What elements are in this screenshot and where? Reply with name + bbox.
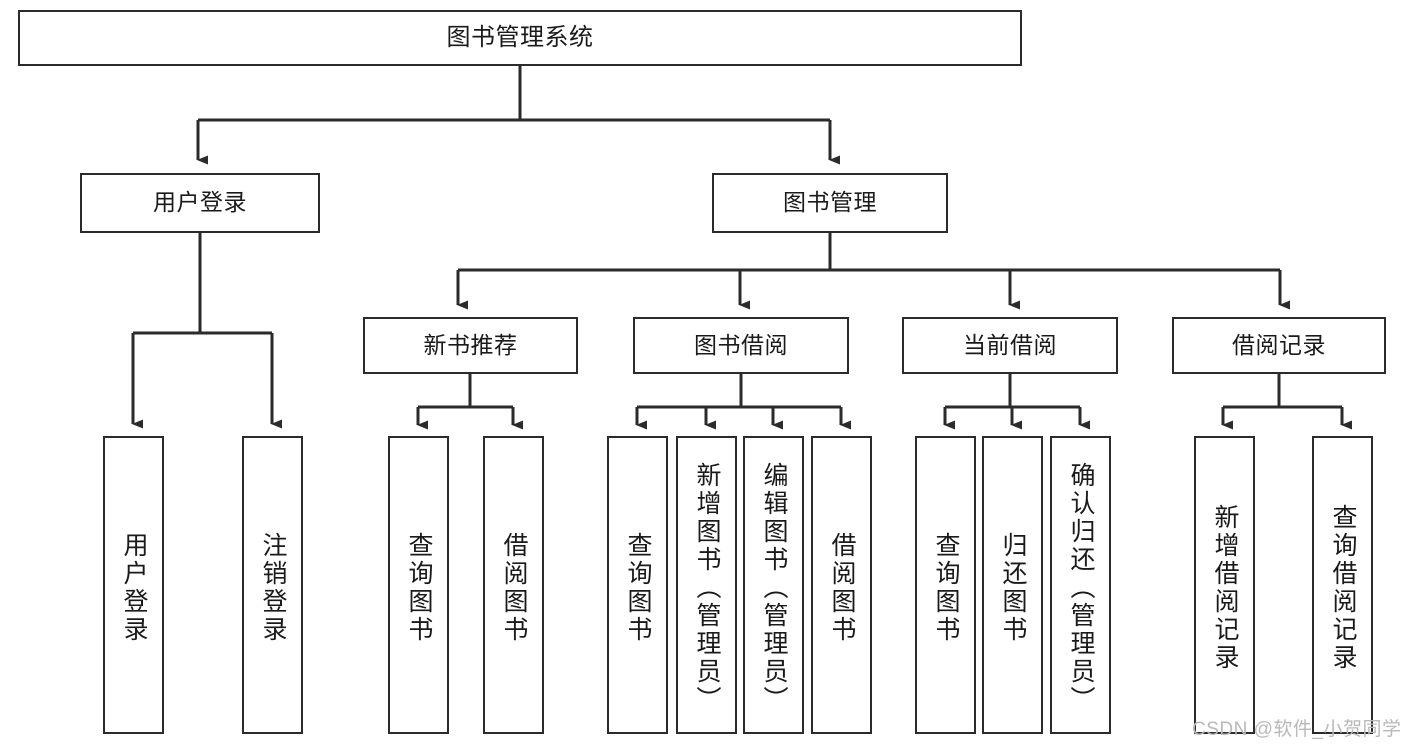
leaf-user-login-logout[interactable]: 注销登录 xyxy=(242,436,303,734)
node-label: 查询图书 xyxy=(624,532,652,644)
node-book-borrow[interactable]: 图书借阅 xyxy=(633,317,849,374)
leaf-borrow-record-add-record[interactable]: 新增借阅记录 xyxy=(1194,436,1255,734)
node-label: 当前借阅 xyxy=(963,331,1057,358)
leaf-book-borrow-add-book-admin[interactable]: 新增图书（管理员） xyxy=(676,436,737,734)
node-label: 新增借阅记录 xyxy=(1211,504,1239,672)
node-borrow-record[interactable]: 借阅记录 xyxy=(1172,317,1386,374)
leaf-book-borrow-query-book[interactable]: 查询图书 xyxy=(607,436,668,734)
node-user-login[interactable]: 用户登录 xyxy=(80,173,320,233)
node-label: 查询图书 xyxy=(405,532,433,644)
node-label: 归还图书 xyxy=(999,532,1027,644)
leaf-new-book-borrow-book[interactable]: 借阅图书 xyxy=(483,436,544,734)
node-label: 借阅记录 xyxy=(1232,331,1326,358)
leaf-borrow-record-query-record[interactable]: 查询借阅记录 xyxy=(1312,436,1373,734)
watermark-text: CSDN @软件_小贺同学 xyxy=(1192,719,1402,740)
leaf-new-book-query-book[interactable]: 查询图书 xyxy=(388,436,449,734)
node-label: 注销登录 xyxy=(259,532,287,644)
leaf-user-login-login[interactable]: 用户登录 xyxy=(103,436,164,734)
node-label: 用户登录 xyxy=(153,189,247,216)
node-book-management[interactable]: 图书管理 xyxy=(712,173,948,233)
leaf-current-borrow-return-book[interactable]: 归还图书 xyxy=(982,436,1043,734)
node-label: 图书借阅 xyxy=(694,331,788,358)
node-root-book-management-system[interactable]: 图书管理系统 xyxy=(18,10,1022,66)
node-label: 确认归还（管理员） xyxy=(1067,462,1095,714)
node-label: 查询图书 xyxy=(932,532,960,644)
node-label: 借阅图书 xyxy=(500,532,528,644)
node-label: 新书推荐 xyxy=(423,331,518,358)
node-label: 图书管理 xyxy=(783,189,877,216)
node-label: 图书管理系统 xyxy=(446,23,594,51)
node-label: 新增图书（管理员） xyxy=(693,462,721,714)
node-current-borrow[interactable]: 当前借阅 xyxy=(902,317,1118,374)
leaf-current-borrow-query-book[interactable]: 查询图书 xyxy=(915,436,976,734)
node-label: 编辑图书（管理员） xyxy=(760,462,788,714)
leaf-book-borrow-edit-book-admin[interactable]: 编辑图书（管理员） xyxy=(743,436,804,734)
leaf-current-borrow-confirm-return-admin[interactable]: 确认归还（管理员） xyxy=(1050,436,1111,734)
node-new-book-recommend[interactable]: 新书推荐 xyxy=(363,317,578,374)
node-label: 借阅图书 xyxy=(828,532,856,644)
node-label: 查询借阅记录 xyxy=(1329,504,1357,672)
leaf-book-borrow-borrow-book[interactable]: 借阅图书 xyxy=(811,436,872,734)
node-label: 用户登录 xyxy=(120,532,148,644)
